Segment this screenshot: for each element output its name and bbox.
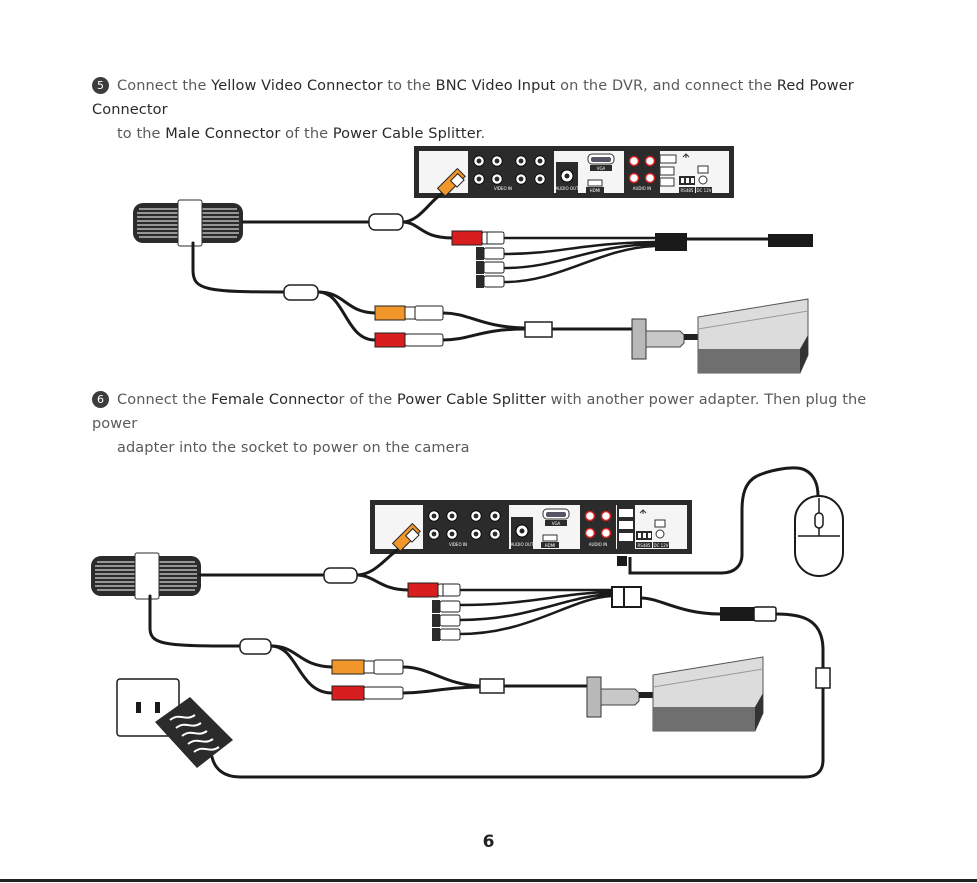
power-cable-splitter-term: Power Cable Splitter bbox=[332, 126, 481, 142]
bnc-connector bbox=[323, 567, 358, 584]
camera-red-connector bbox=[331, 685, 404, 701]
cables-diagram-1 bbox=[191, 191, 772, 342]
step-6-line-2: adapter into the socket to power on the … bbox=[117, 440, 470, 456]
svg-text:DC 12V: DC 12V bbox=[654, 543, 669, 548]
dvr-video-in-label: VIDEO IN bbox=[494, 186, 512, 191]
yellow-video-connector bbox=[436, 167, 466, 197]
svg-text:AUDIO OUT: AUDIO OUT bbox=[511, 542, 534, 547]
step-5-line-2: to the Male Connector of the Power Cable… bbox=[117, 126, 486, 142]
red-power-connector bbox=[407, 582, 461, 598]
yellow-video-connector-term: Yellow Video Connector bbox=[211, 78, 383, 94]
step-6-number: 6 bbox=[92, 391, 109, 408]
bnc-connector bbox=[368, 213, 404, 231]
svg-text:HDMI: HDMI bbox=[545, 543, 556, 548]
dvr-recorder-top: VIDEO IN AUDIO OUT VGA HDMI AUDIO IN RS4… bbox=[414, 146, 734, 198]
svg-text:HDMI: HDMI bbox=[590, 188, 601, 193]
cable-splitter-joint bbox=[524, 321, 553, 338]
svg-text:VIDEO IN: VIDEO IN bbox=[449, 542, 467, 547]
bnc-video-term: BNC Video bbox=[435, 78, 513, 94]
svg-text:VGA: VGA bbox=[597, 166, 606, 171]
svg-text:AUDIO IN: AUDIO IN bbox=[589, 542, 608, 547]
cables-diagram-2 bbox=[148, 546, 825, 779]
svg-text:RS485: RS485 bbox=[681, 188, 694, 193]
mouse bbox=[617, 466, 844, 577]
red-power-connector-term: Red Power Connector bbox=[92, 78, 854, 118]
footer-rule bbox=[0, 879, 977, 882]
svg-text:AUDIO IN: AUDIO IN bbox=[633, 186, 652, 191]
female-connector bbox=[720, 606, 777, 622]
cable-coil bbox=[90, 552, 202, 600]
cable-connector bbox=[283, 284, 319, 301]
cable-junction bbox=[611, 586, 642, 608]
cable-splitter-joint bbox=[479, 678, 505, 694]
cable-coil bbox=[132, 199, 244, 247]
svg-text:AUDIO OUT: AUDIO OUT bbox=[556, 186, 579, 191]
camera-yellow-connector bbox=[374, 305, 444, 321]
breakout-plugs bbox=[432, 600, 461, 641]
power-cable-splitter-term: Power Cable Splitter bbox=[397, 392, 546, 408]
step-5-number: 5 bbox=[92, 77, 109, 94]
svg-text:RS485: RS485 bbox=[638, 543, 651, 548]
camera-red-connector bbox=[374, 332, 444, 348]
svg-text:VGA: VGA bbox=[552, 521, 561, 526]
power-adapter bbox=[155, 697, 233, 768]
security-camera bbox=[586, 656, 764, 732]
input-term: Input bbox=[517, 78, 556, 94]
red-power-connector bbox=[451, 230, 505, 246]
adapter-cable-connector bbox=[815, 667, 831, 689]
camera-yellow-connector bbox=[331, 659, 404, 675]
svg-text:DC 12V: DC 12V bbox=[697, 188, 712, 193]
dvr-recorder-bottom: VIDEO IN AUDIO OUT VGA HDMI AUDIO IN RS4… bbox=[370, 500, 692, 554]
yellow-video-connector bbox=[391, 522, 421, 552]
male-connector-term: Male Connector bbox=[165, 126, 281, 142]
cable-junction bbox=[655, 233, 813, 251]
security-camera bbox=[631, 298, 809, 374]
page-number: 6 bbox=[482, 832, 495, 852]
breakout-plugs bbox=[476, 247, 505, 288]
female-connector-term: Female Connecto bbox=[211, 392, 339, 408]
cable-connector bbox=[239, 638, 272, 655]
